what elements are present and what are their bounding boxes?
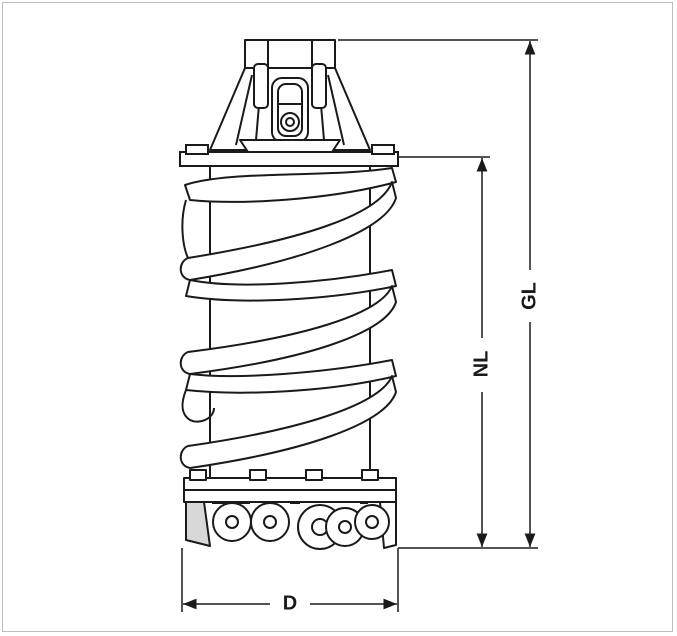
dimension-d — [181, 548, 399, 612]
top-adapter — [209, 39, 371, 153]
dimension-nl — [398, 156, 490, 547]
top-flange — [179, 144, 399, 185]
gl-label: GL — [518, 282, 540, 310]
nl-label: NL — [470, 351, 492, 378]
dimension-gl — [338, 39, 538, 549]
d-label: D — [283, 592, 297, 614]
cutting-head — [183, 469, 397, 550]
spiral-flights — [179, 167, 397, 469]
